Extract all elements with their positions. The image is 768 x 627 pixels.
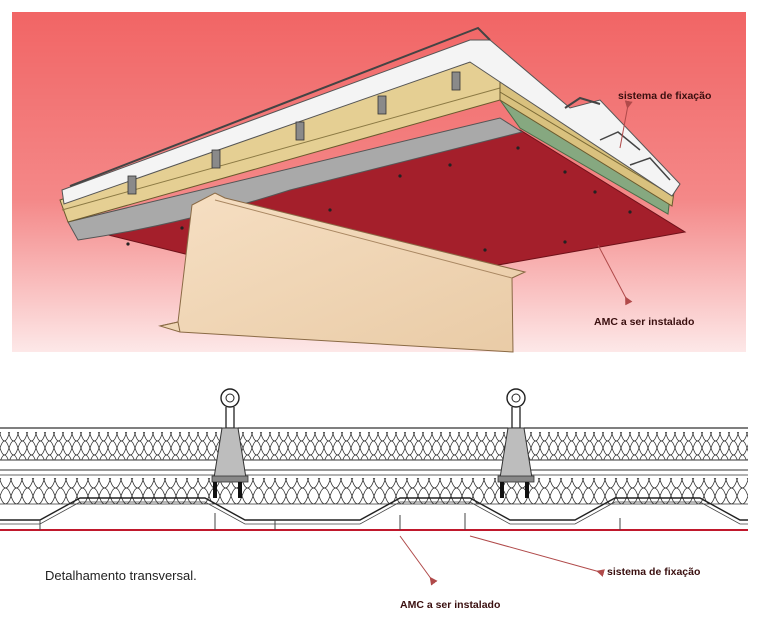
trapezoidal-deck: [0, 497, 748, 521]
cross-section: [0, 388, 748, 586]
label-fixing-system-bottom: sistema de fixação: [607, 566, 701, 578]
upper-insulation: [0, 432, 748, 460]
label-fixing-system-top: sistema de fixação: [618, 90, 712, 102]
roof-seam-2: [564, 96, 601, 109]
beige-panel-lip: [159, 321, 181, 333]
caption: Detalhamento transversal.: [45, 568, 197, 583]
perspective-render: [12, 12, 746, 353]
label-amc-bottom: AMC a ser instalado: [400, 599, 501, 611]
trapezoidal-deck-inner: [0, 501, 748, 525]
arrow-amc-bottom: [399, 535, 438, 586]
amc-fasteners: [39, 513, 621, 530]
standing-seam-1: [211, 388, 249, 498]
beige-panel-fold: [214, 199, 513, 279]
standing-seam-2: [497, 388, 535, 498]
arrow-fixing-bottom: [469, 535, 605, 577]
roof-seam-4: [629, 157, 671, 181]
board-side-stripe: [499, 91, 674, 197]
clips: [127, 71, 461, 195]
lower-insulation: [0, 478, 748, 504]
roof-seam-3: [599, 131, 641, 151]
arrow-amc-top: [597, 244, 633, 306]
arrow-fixing-top: [619, 100, 633, 149]
roof-seam-1: [69, 26, 491, 187]
label-amc-top: AMC a ser instalado: [594, 316, 695, 328]
roof-sheet-top: [61, 39, 681, 205]
